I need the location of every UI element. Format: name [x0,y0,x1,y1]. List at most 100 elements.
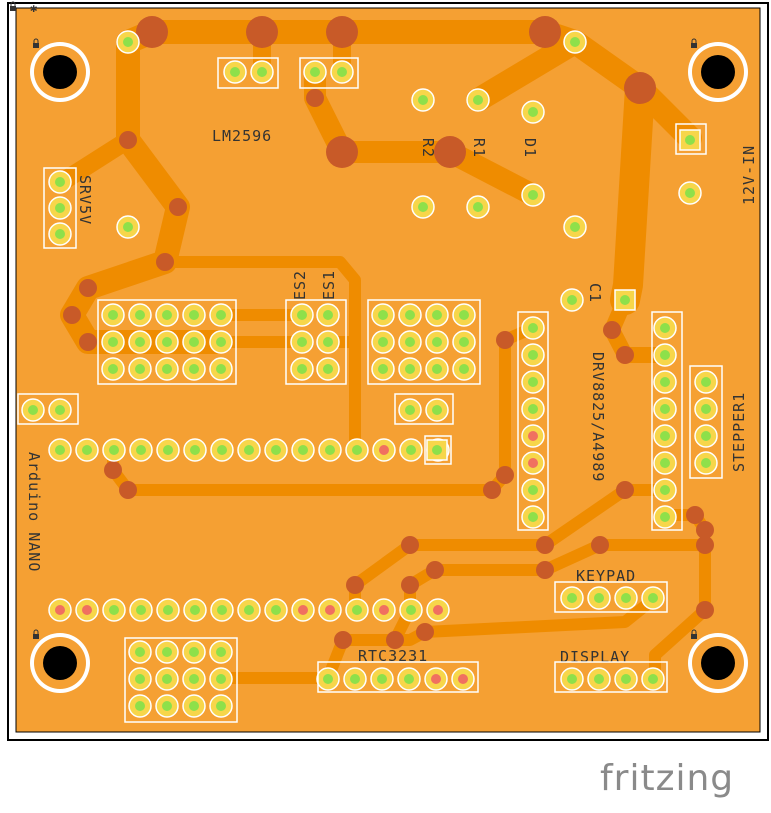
pad [370,667,394,691]
pad [694,397,718,421]
via [156,253,174,271]
via [416,623,434,641]
pad [316,667,340,691]
pad [116,215,140,239]
pad [116,30,140,54]
pad [182,640,206,664]
label-vin: 12V-IN [740,145,758,205]
via [401,576,419,594]
via [386,631,404,649]
mount-holes [30,38,748,693]
via [536,536,554,554]
pad [371,357,395,381]
pad [48,398,72,422]
pad [521,183,545,207]
label-r2: R2 [419,138,437,158]
pad [521,397,545,421]
pad [129,598,153,622]
pad [209,694,233,718]
via [696,521,714,539]
pad [425,330,449,354]
pad [209,303,233,327]
via [696,601,714,619]
pad [411,88,435,112]
via [686,506,704,524]
pad [183,438,207,462]
pad [156,598,180,622]
pad [128,357,152,381]
via [483,481,501,499]
fritzing-logo: fritzing [600,758,735,799]
label-keypad: KEYPAD [576,567,636,585]
pad [129,438,153,462]
via [119,481,137,499]
via [696,536,714,554]
pad [318,438,342,462]
pad [653,397,677,421]
pad [128,330,152,354]
pad [398,303,422,327]
via [529,16,561,48]
pad [372,598,396,622]
pad [182,330,206,354]
pad [452,330,476,354]
via [401,536,419,554]
pad [466,88,490,112]
pad [155,694,179,718]
via [79,333,97,351]
label-es1: ES1 [320,270,338,300]
via [63,306,81,324]
pad [290,330,314,354]
pad [182,357,206,381]
pad [345,598,369,622]
pad [397,667,421,691]
pad [653,343,677,367]
via [136,16,168,48]
label-arduino: Arduino NANO [25,452,43,572]
lock-icon: ✱ [10,1,37,15]
pad [345,438,369,462]
pad [155,640,179,664]
pad [209,357,233,381]
via [496,466,514,484]
mount-hole-icon [30,38,90,102]
pad [371,303,395,327]
pad [101,330,125,354]
pad [521,451,545,475]
via [426,561,444,579]
pad [155,330,179,354]
component-outlines [17,57,723,723]
pad [316,303,340,327]
pad [237,598,261,622]
vias [63,16,714,649]
via [334,631,352,649]
via [119,131,137,149]
pad [426,598,450,622]
pad [316,330,340,354]
via [496,331,514,349]
pad [48,196,72,220]
pad [653,316,677,340]
via [306,89,324,107]
via [616,481,634,499]
pad [209,330,233,354]
pad [209,640,233,664]
via [104,461,122,479]
pad [75,438,99,462]
pad [210,598,234,622]
label-lm2596: LM2596 [212,127,272,145]
pad [210,438,234,462]
pad [694,370,718,394]
pad [155,357,179,381]
pad [678,181,702,205]
pad [156,438,180,462]
pad [372,438,396,462]
pad [48,438,72,462]
pad [128,303,152,327]
pad [653,505,677,529]
pad [560,667,584,691]
pad [424,667,448,691]
label-rtc: RTC3231 [358,647,428,665]
pad [223,60,247,84]
